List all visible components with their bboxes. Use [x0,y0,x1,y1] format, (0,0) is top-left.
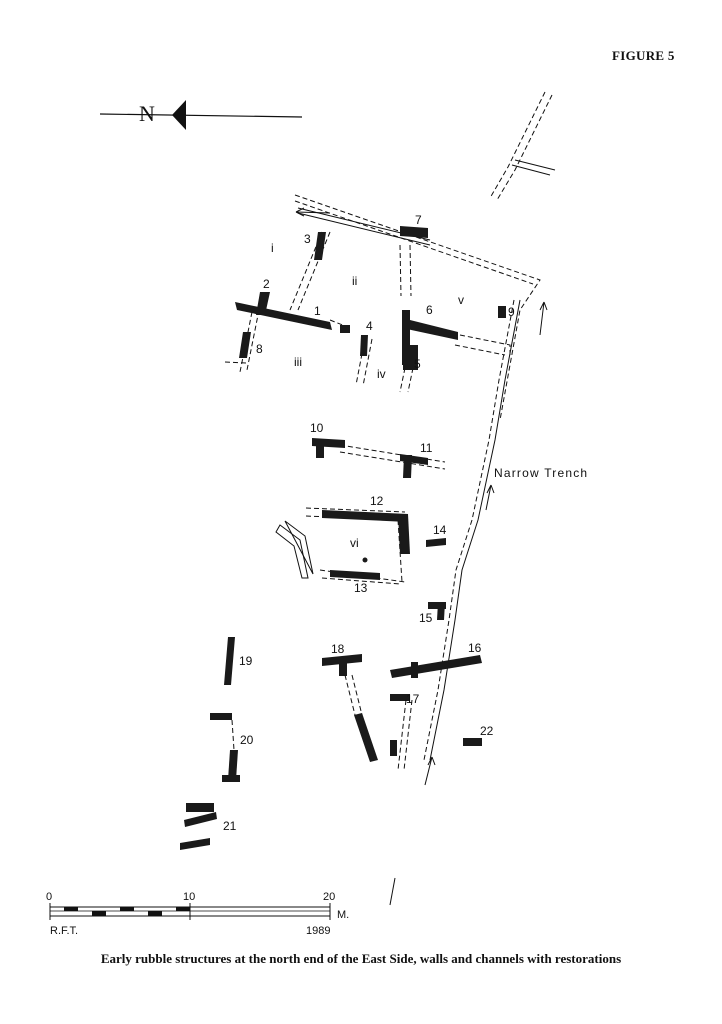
label-structure-2: 2 [263,277,270,291]
label-room-iii: iii [294,355,302,369]
walls-solid [235,226,506,370]
label-structure-16: 16 [468,641,482,655]
scale-tick-10: 10 [183,891,195,903]
middle-complex [275,438,446,585]
structure-labels: 1 2 3 4 5 6 7 8 9 10 11 12 13 14 15 16 1… [223,213,515,833]
channel-fragment [489,91,556,201]
label-structure-3: 3 [304,232,311,246]
label-structure-19: 19 [239,654,253,668]
scale-bar: 0 10 20 M. R.F.T. 1989 [46,891,349,937]
label-structure-10: 10 [310,421,324,435]
label-structure-7: 7 [415,213,422,227]
north-arrow-icon: N [99,100,303,130]
north-label: N [139,101,155,126]
scale-segments [64,907,190,916]
label-room-i: i [271,241,274,255]
label-structure-8: 8 [256,342,263,356]
label-structure-12: 12 [370,494,384,508]
label-room-ii: ii [352,274,357,288]
figure-caption: Early rubble structures at the north end… [100,951,622,966]
scale-tick-20: 20 [323,891,335,903]
flow-arrows [295,207,548,786]
label-structure-14: 14 [433,523,447,537]
scale-author: R.F.T. [50,925,78,937]
narrow-trench-label: Narrow Trench [494,466,588,480]
label-structure-17: 17 [406,692,420,706]
label-room-v: v [458,293,464,307]
lower-structures [180,602,482,906]
label-structure-9: 9 [508,305,515,319]
label-structure-6: 6 [426,303,433,317]
label-structure-18: 18 [331,642,345,656]
label-structure-20: 20 [240,733,254,747]
label-structure-13: 13 [354,581,368,595]
narrow-trench [423,299,521,761]
scale-tick-0: 0 [46,891,52,903]
label-room-vi: vi [350,536,359,550]
label-structure-21: 21 [223,819,237,833]
label-structure-11: 11 [420,441,433,455]
label-room-iv: iv [377,367,386,381]
figure-label: FIGURE 5 [612,48,675,63]
label-structure-15: 15 [419,611,433,625]
label-structure-22: 22 [480,724,494,738]
room-labels: i ii iii iv v vi [271,241,464,550]
label-structure-1: 1 [314,304,321,318]
label-structure-4: 4 [366,319,373,333]
label-structure-5: 5 [414,357,421,371]
scale-unit: M. [337,909,349,921]
scale-year: 1989 [306,925,330,937]
